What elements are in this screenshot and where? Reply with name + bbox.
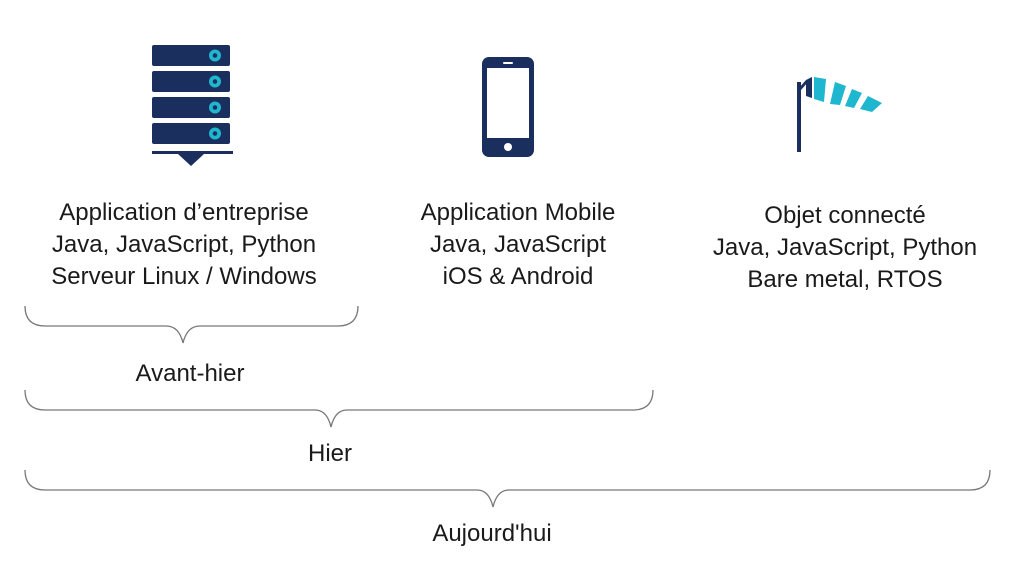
connected-object-languages: Java, JavaScript, Python (712, 234, 978, 261)
enterprise-app-title: Application d’entreprise (59, 199, 309, 226)
brace-hier (24, 389, 654, 428)
brace-avant-hier (24, 305, 359, 344)
label-avant-hier: Avant-hier (135, 360, 245, 387)
connected-object-text: Objet connecté Java, JavaScript, Python … (665, 200, 1024, 296)
mobile-app-languages: Java, JavaScript (429, 231, 607, 258)
enterprise-app-platform: Serveur Linux / Windows (51, 263, 317, 290)
server-icon (152, 45, 233, 166)
mobile-app-platform: iOS & Android (442, 263, 594, 290)
connected-object-platform: Bare metal, RTOS (747, 266, 943, 293)
brace-aujourdhui (24, 469, 991, 508)
label-aujourdhui: Aujourd'hui (432, 520, 552, 547)
enterprise-app-text: Application d’entreprise Java, JavaScrip… (4, 197, 364, 293)
mobile-app-text: Application Mobile Java, JavaScript iOS … (338, 197, 698, 293)
mobile-app-title: Application Mobile (420, 199, 616, 226)
smartphone-icon (482, 57, 534, 157)
windsock-icon (797, 77, 882, 152)
label-hier: Hier (307, 440, 352, 467)
enterprise-app-languages: Java, JavaScript, Python (51, 231, 317, 258)
connected-object-title: Objet connecté (764, 202, 926, 229)
